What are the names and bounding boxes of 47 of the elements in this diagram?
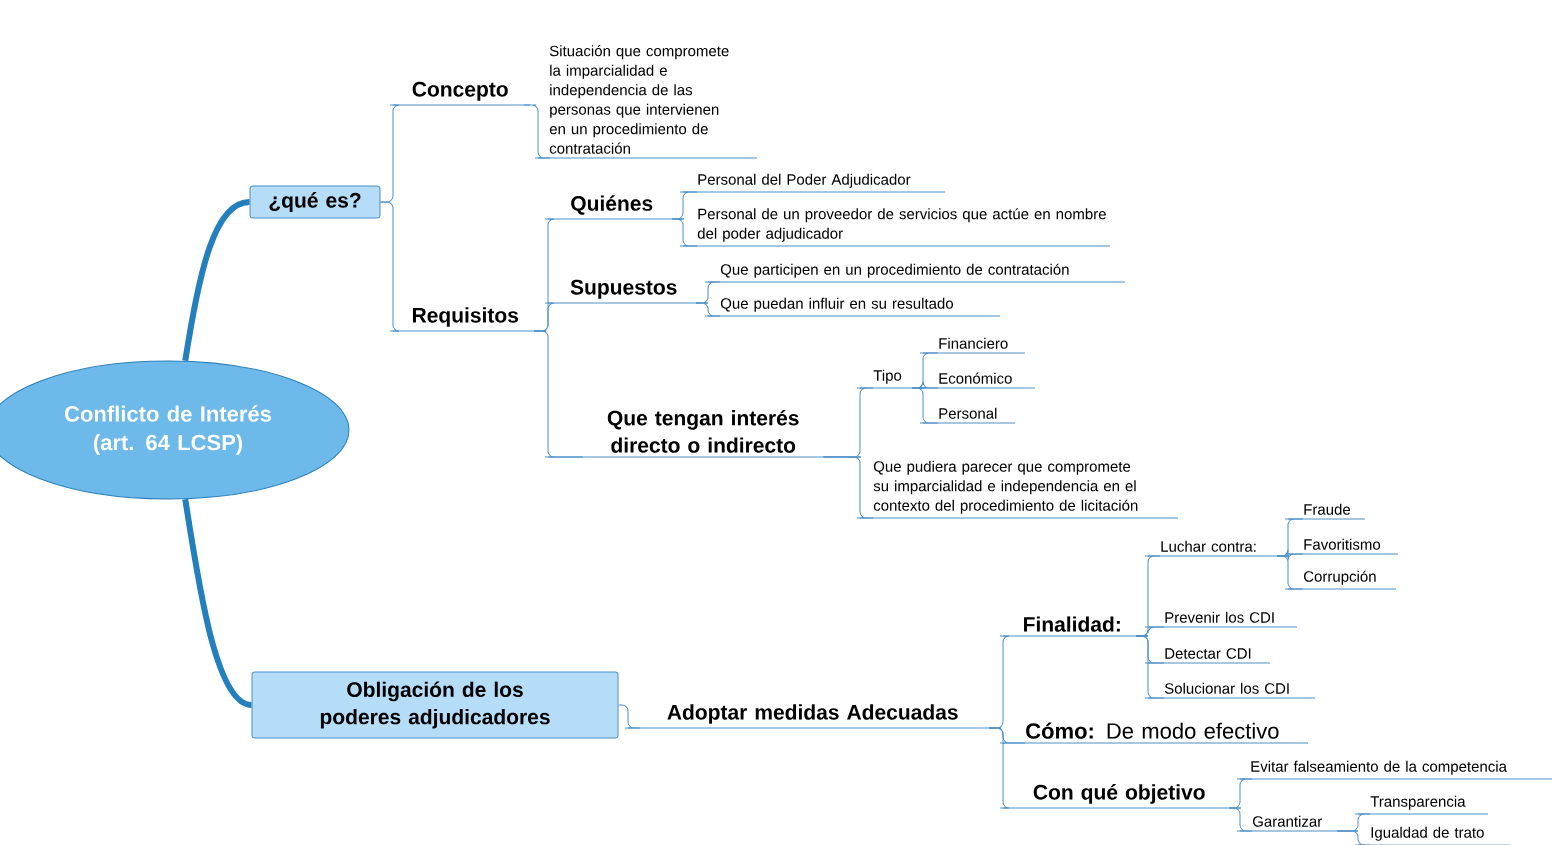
branch-line [182, 199, 250, 362]
branch-line [695, 302, 721, 317]
topic-label: Que participen en un procedimiento de contratación [704, 263, 1126, 283]
branch-line [380, 201, 400, 332]
topic-box: Obligación de los poderes adjudicadores [251, 671, 619, 739]
topic-label: Solucionar los CDI [1144, 682, 1316, 699]
topic-label: Tipo [856, 369, 919, 389]
topic-label: Igualdad de trato [1354, 826, 1511, 845]
topic-label: Garantizar [1236, 815, 1353, 832]
topic-label: Que tengan interés directo o indirecto [544, 409, 856, 458]
topic-label: Adoptar medidas Adecuadas [624, 704, 996, 729]
topic-label: Supuestos [544, 279, 703, 304]
topic-label: Que puedan influir en su resultado [704, 297, 1001, 317]
topic-label: Requisitos [389, 307, 541, 332]
branch-line [911, 387, 939, 424]
branch-line [182, 498, 253, 708]
branch-line [618, 704, 641, 729]
topic-label: Favoritismo [1284, 538, 1399, 555]
branch-line [1276, 555, 1304, 590]
topic-label: Evitar falseamiento de la competencia [1236, 760, 1553, 780]
branch-line [822, 456, 874, 519]
topic-label: Transparencia [1354, 795, 1489, 815]
topic-label: Personal [919, 407, 1016, 424]
branch-line [1336, 830, 1371, 845]
topic-label: Personal del Poder Adjudicador [679, 173, 946, 193]
topic-label: Detectar CDI [1144, 648, 1271, 664]
branch-line [988, 727, 1010, 809]
topic-label: Quiénes [544, 195, 679, 220]
topic-label: Cómo: De modo efectivo [999, 722, 1309, 744]
topic-label: Situación que compromete la imparcialidad e independencia de las personas que intervienen en un procedimiento de contratación [534, 45, 758, 159]
topic-label: Que pudiera parecer que compromete su imparcialidad e independencia en el contexto del procedimiento de licitación [856, 460, 1179, 519]
topic-label: Fraude [1284, 503, 1366, 520]
branch-line [533, 330, 584, 458]
branch-line [1135, 635, 1165, 699]
topic-label: Luchar contra: [1144, 540, 1284, 557]
branch-line [523, 104, 551, 159]
branch-line [671, 218, 698, 247]
branch-line [1228, 807, 1253, 832]
topic-label: Económico [919, 372, 1036, 389]
topic-label: Corrupción [1284, 570, 1397, 590]
topic-label: Concepto [389, 81, 531, 106]
topic-box: ¿qué es? [249, 185, 381, 219]
topic-label: Prevenir los CDI [1144, 611, 1298, 628]
topic-label: Con qué objetivo [999, 784, 1236, 809]
topic-label: Personal de un proveedor de servicios que actúe en nombre del poder adjudicador [679, 208, 1111, 247]
topic-label: Financiero [919, 337, 1026, 354]
topic-label: Finalidad: [999, 616, 1143, 637]
